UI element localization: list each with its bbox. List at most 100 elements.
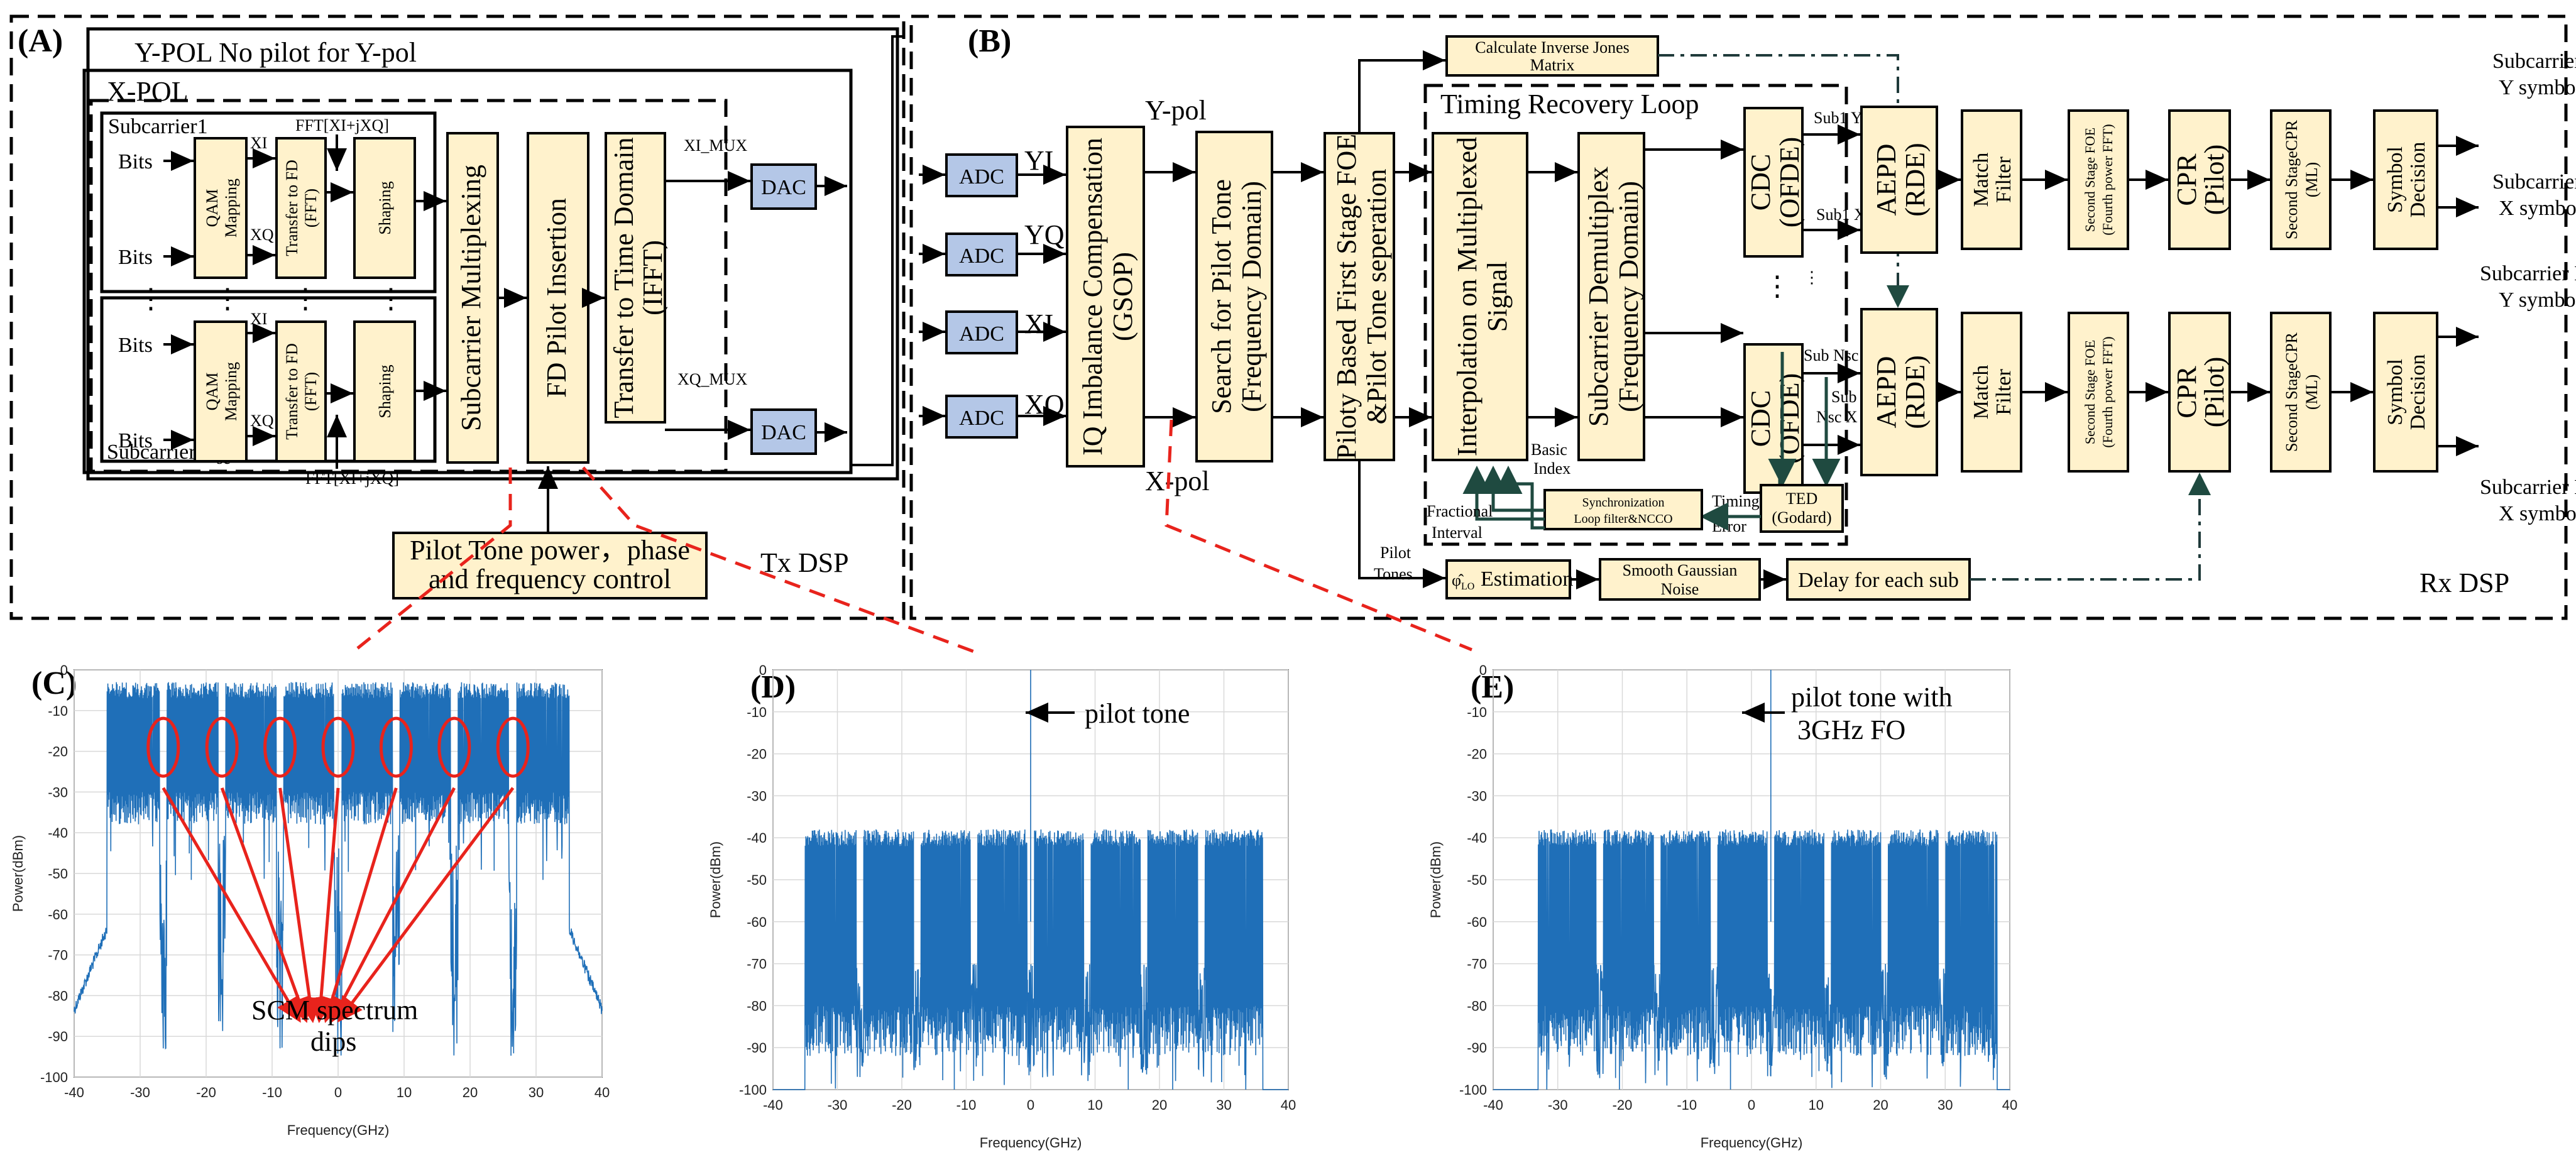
spectrum-e: (E) 0-10-20-30-40-50-60-70-80-90-100 -40… — [1428, 662, 2017, 1151]
ypol-title: Y-POL No pilot for Y-pol — [134, 37, 417, 68]
spectrum-c: (C) 0-10-20-30-40-50-60-70-80-90-100 -40… — [10, 662, 610, 1138]
ytick-label: -50 — [747, 872, 767, 888]
ytick-label: -80 — [1467, 998, 1487, 1014]
tx-dsp-label: Tx DSP — [760, 547, 849, 578]
bits-label-3: Bits — [118, 334, 153, 357]
bits-label-1: Bits — [118, 150, 153, 173]
dip-ellipse — [146, 716, 180, 778]
cdc-dots: ⋮ — [1763, 271, 1791, 302]
svg-text:Second StageCPR(ML): Second StageCPR(ML) — [2283, 119, 2321, 239]
adc-label-2: ADC — [959, 244, 1004, 268]
ytick-label: -90 — [747, 1040, 767, 1056]
shaping-label-n: Shaping — [376, 364, 394, 418]
transfer-fd-1 — [275, 137, 327, 279]
ypol-frame — [86, 27, 899, 481]
dip-ellipse — [437, 716, 471, 778]
annot-c-line1: SCM spectrum — [251, 995, 418, 1026]
subcarrier1-label: Subcarrier1 — [108, 115, 208, 138]
dip-arrow — [320, 787, 398, 1024]
fractional-label: Fractional — [1427, 502, 1493, 520]
adc-yq-label: YQ — [1024, 219, 1065, 250]
out-bot2-line2: X symbols — [2499, 502, 2576, 525]
sub-label: Sub — [1831, 388, 1856, 406]
svg-text:QAMMapping: QAMMapping — [203, 178, 240, 238]
svg-text:SymbolDecision: SymbolDecision — [2384, 354, 2430, 430]
ytick-label: -30 — [48, 784, 68, 800]
out-top2-line2: X symbols — [2499, 197, 2576, 220]
xtick-label: 20 — [1873, 1097, 1888, 1113]
sync-label: Synchronization — [1582, 496, 1664, 510]
out-bot2-line1: Subcarrier Nsc — [2480, 476, 2576, 499]
subcarrier-multiplexing — [446, 132, 499, 464]
ypol-label: Y-pol — [1145, 95, 1207, 126]
ytick-label: -50 — [1467, 872, 1487, 888]
dip-arrow — [162, 787, 301, 1023]
frequency-domain-label: (Frequency Domain) — [1236, 181, 1267, 412]
dac-top — [750, 163, 817, 210]
mapping-label: Mapping — [222, 178, 240, 238]
rde-label-bottom: (RDE) — [1900, 355, 1931, 429]
ytick-label: -30 — [1467, 788, 1487, 804]
interval-label: Interval — [1432, 523, 1483, 542]
fft-label: (FFT) — [302, 189, 320, 227]
xtick-label: 0 — [1748, 1097, 1755, 1113]
fft-xq-label-n: FFT[XI+jXQ] — [305, 469, 399, 488]
ytick-label: -10 — [747, 704, 767, 720]
noise-label: Noise — [1661, 580, 1699, 598]
ytick-label: -60 — [1467, 914, 1487, 930]
svg-text:MatchFilter: MatchFilter — [1970, 365, 2015, 420]
svg-text:CPR(Pilot): CPR(Pilot) — [2171, 357, 2230, 427]
xtick-label: 40 — [1281, 1097, 1296, 1113]
cpr-bottom — [2168, 312, 2231, 473]
xpol-label: X-pol — [1145, 466, 1210, 496]
xtick-label: -40 — [763, 1097, 783, 1113]
qam-label: QAM — [203, 189, 221, 227]
subcarrier-mux-label: Subcarrier Multiplexing — [456, 165, 486, 431]
svg-text:Subcarrier Demultiplex(Frequen: Subcarrier Demultiplex(Frequency Domain) — [1583, 167, 1644, 427]
timing-loop-label: Timing Recovery Loop — [1440, 89, 1699, 119]
xtick-label: 10 — [1087, 1097, 1102, 1113]
interpolation-block — [1432, 132, 1528, 461]
tx-dsp-panel: (A) Y-POL No pilot for Y-pol X-POL Subca… — [9, 14, 906, 620]
pilot-search-block — [1195, 131, 1273, 462]
ytick-label: -60 — [48, 907, 68, 922]
bits-label-4: Bits — [118, 429, 153, 452]
sub-dots: ⋮ — [1804, 268, 1820, 287]
timing-loop-frame — [1423, 84, 1848, 546]
svg-text:Subcarrier IY symbols: Subcarrier IY symbols — [2492, 50, 2576, 99]
rx-dsp-label: Rx DSP — [2420, 567, 2509, 598]
xtick-label: 10 — [397, 1085, 412, 1100]
svg-text:Search for Pilot Tone(Frequenc: Search for Pilot Tone(Frequency Domain) — [1206, 179, 1267, 414]
dip-arrow — [331, 787, 456, 1023]
timing-label: Timing — [1712, 492, 1760, 510]
xq-label-n: XQ — [250, 412, 274, 430]
svg-text:Interpolation on MultiplexedSi: Interpolation on MultiplexedSignal — [1452, 137, 1513, 456]
ytick-label: -70 — [48, 948, 68, 963]
pilot-search-label: Search for Pilot Tone — [1206, 179, 1237, 414]
dip-arrow — [220, 787, 310, 1023]
xtick-label: 0 — [1027, 1097, 1034, 1113]
sub1y-label: Sub1 Y — [1814, 109, 1863, 127]
second-foe-top — [2068, 109, 2129, 250]
demux-label: Subcarrier Demultiplex — [1583, 167, 1614, 427]
adc-yi — [945, 153, 1018, 197]
demux-block — [1577, 132, 1645, 461]
xpol-title: X-POL — [107, 76, 189, 107]
svg-text:Subcarrier IX symbols: Subcarrier IX symbols — [2492, 170, 2576, 220]
piloty-foe-label: Piloty Based First Stage FOE — [1331, 134, 1362, 459]
out-bot1-line1: Subcarrier Nsc — [2480, 262, 2576, 285]
fd-pilot-insertion — [527, 132, 589, 464]
godard-label: (Godard) — [1772, 508, 1831, 527]
ytick-label: -30 — [747, 788, 767, 804]
dac-bottom — [750, 408, 817, 455]
iq-imbalance-label: IQ Imbalance Compensation — [1077, 138, 1108, 456]
piloty-foe-block — [1324, 132, 1395, 461]
xtick-label: 40 — [2002, 1097, 2017, 1113]
transfer-time-domain — [605, 132, 666, 424]
dip-ellipse — [205, 716, 239, 778]
annot-d: pilot tone — [1085, 698, 1190, 729]
xpol-inner-dashed — [89, 99, 728, 473]
